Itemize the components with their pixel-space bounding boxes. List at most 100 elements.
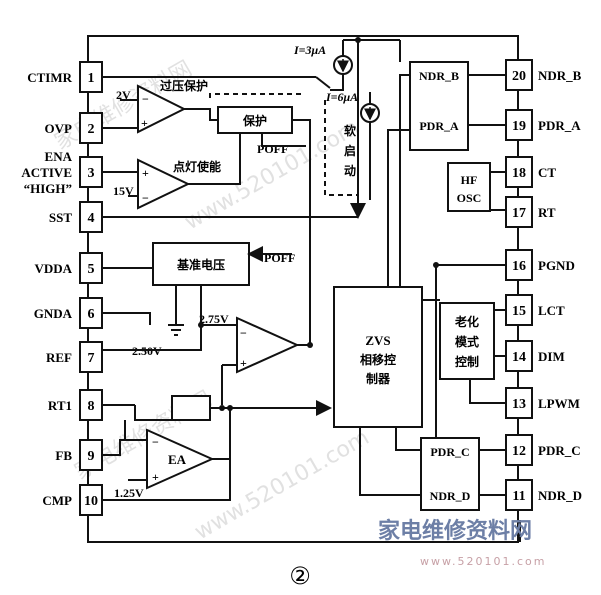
right-pin-13: 13 LPWM bbox=[505, 387, 580, 419]
plus-sign: + bbox=[240, 356, 247, 370]
pin-name: “HIGH” bbox=[24, 181, 72, 196]
figure-number: ② bbox=[289, 562, 311, 590]
rt1-resistor bbox=[171, 395, 211, 421]
soft-start-1: 软 bbox=[344, 123, 356, 138]
left-pins: 1CTIMR2OVP3ENAACTIVE“HIGH”4SST5VDDA6GNDA… bbox=[21, 61, 103, 516]
ref-voltage-label: 基准电压 bbox=[176, 257, 225, 272]
minus-sign: − bbox=[142, 92, 149, 106]
pin-number: 4 bbox=[88, 211, 95, 226]
ovp-comparator bbox=[137, 84, 187, 134]
pin-name: ACTIVE bbox=[21, 165, 72, 180]
ena-comparator bbox=[137, 158, 191, 210]
zvs-controller-block bbox=[333, 286, 423, 428]
pin-name: FB bbox=[55, 448, 72, 463]
hf-label: HF bbox=[461, 173, 478, 187]
i3-label: I=3μA bbox=[293, 43, 326, 57]
pin-name: ENA bbox=[45, 149, 73, 164]
driver-ab-block bbox=[409, 61, 469, 151]
minus-sign: − bbox=[142, 191, 149, 205]
pin-name: SST bbox=[49, 210, 72, 225]
pin-number: 18 bbox=[512, 166, 526, 181]
pin-name: CT bbox=[538, 165, 556, 180]
aging-label-1: 老化 bbox=[455, 314, 479, 329]
site-watermark: 家电维修资料网 www.520101.com bbox=[378, 518, 546, 568]
soft-start-3: 动 bbox=[344, 164, 356, 178]
pin-name: LPWM bbox=[538, 396, 580, 411]
watermark-site-url: www.520101.com bbox=[420, 555, 546, 568]
right-pin-18: 18 CT bbox=[505, 156, 556, 188]
pin-number: 11 bbox=[512, 489, 525, 504]
pin-box bbox=[505, 156, 533, 188]
pin-name: PDR_C bbox=[538, 443, 581, 458]
pin-number: 10 bbox=[84, 494, 98, 509]
left-pin-9: 9 FB bbox=[55, 439, 103, 471]
chip-outline bbox=[87, 35, 519, 543]
soft-start-2: 启 bbox=[344, 143, 356, 158]
pin-name: PDR_A bbox=[538, 118, 581, 133]
pdr-a-label: PDR_A bbox=[419, 119, 459, 133]
pin-name: NDR_B bbox=[538, 68, 582, 83]
minus-sign: − bbox=[152, 435, 159, 449]
pin-number: 12 bbox=[512, 444, 526, 459]
left-pin-2: 2 OVP bbox=[45, 112, 103, 144]
right-pin-12: 12 PDR_C bbox=[505, 434, 581, 466]
ea-label: EA bbox=[168, 452, 187, 467]
aging-label-2: 模式 bbox=[455, 334, 479, 349]
pin-number: 16 bbox=[512, 259, 526, 274]
pin-name: REF bbox=[46, 350, 72, 365]
pin-name: CMP bbox=[42, 493, 72, 508]
pin-number: 2 bbox=[88, 122, 95, 137]
pin-number: 20 bbox=[512, 69, 526, 84]
left-pin-7: 7 REF bbox=[46, 341, 103, 373]
osc-label: OSC bbox=[457, 191, 482, 205]
v275-label: 2.75V bbox=[199, 312, 229, 326]
pin-number: 17 bbox=[512, 206, 526, 221]
pin-number: 6 bbox=[88, 307, 95, 322]
pin-number: 19 bbox=[512, 119, 526, 134]
left-pin-4: 4 SST bbox=[49, 201, 103, 233]
pdr-c-label: PDR_C bbox=[430, 445, 469, 459]
v125-label: 1.25V bbox=[114, 486, 144, 500]
pin-name: LCT bbox=[538, 303, 565, 318]
pin-number: 14 bbox=[512, 350, 526, 365]
hf-osc-block bbox=[447, 162, 491, 212]
protect-label: 保护 bbox=[242, 113, 267, 128]
pin-number: 1 bbox=[88, 71, 95, 86]
pin-number: 8 bbox=[88, 399, 95, 414]
pin-box bbox=[79, 341, 103, 373]
plus-sign: + bbox=[152, 470, 159, 484]
left-pin-10: 10 CMP bbox=[42, 484, 103, 516]
error-amplifier bbox=[146, 428, 215, 490]
plus-sign: + bbox=[141, 116, 148, 130]
plus-sign: + bbox=[142, 166, 149, 180]
pin-name: OVP bbox=[45, 121, 73, 136]
watermark-text: www.520101.com bbox=[191, 425, 374, 545]
junction-dots bbox=[198, 37, 439, 411]
aging-label-3: 控制 bbox=[455, 354, 479, 369]
v15-label: 15V bbox=[113, 184, 134, 198]
left-pin-1: 1 CTIMR bbox=[27, 61, 103, 93]
pin-number: 3 bbox=[88, 166, 95, 181]
pin-name: VDDA bbox=[34, 261, 72, 276]
watermark-site-cn: 家电维修资料网 bbox=[378, 518, 532, 544]
pin-number: 7 bbox=[88, 351, 95, 366]
aging-mode-block bbox=[439, 302, 495, 380]
pin-number: 9 bbox=[88, 449, 95, 464]
ndr-d-label: NDR_D bbox=[430, 489, 471, 503]
zvs-line1: ZVS bbox=[365, 333, 390, 348]
right-pin-20: 20 NDR_B bbox=[505, 59, 582, 91]
zvs-line2: 相移控 bbox=[360, 352, 396, 367]
pin-number: 13 bbox=[512, 397, 526, 412]
zvs-line3: 制器 bbox=[366, 371, 391, 386]
i6-label: I=6μA bbox=[325, 90, 358, 104]
pin-name: CTIMR bbox=[27, 70, 72, 85]
